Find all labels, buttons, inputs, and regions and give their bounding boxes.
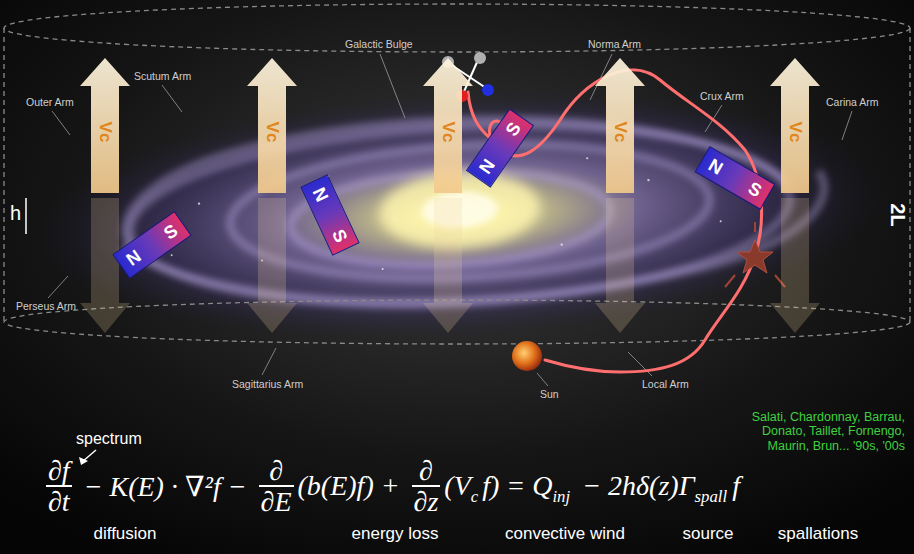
equation-term: f) = Q	[482, 470, 552, 502]
wind-label: Vc	[95, 122, 115, 143]
arm-label: Perseus Arm	[16, 300, 76, 312]
denominator: ∂t	[46, 487, 72, 516]
pole-letter: S	[744, 177, 765, 201]
subscript: spall	[695, 487, 728, 507]
leader-lines	[48, 54, 852, 386]
pole-letter: N	[475, 155, 500, 178]
wind-label: Vc	[785, 122, 805, 143]
height-bar	[25, 198, 27, 234]
wind-label: Vc	[610, 122, 630, 143]
credit-note: Salati, Chardonnay, Barrau, Donato, Tail…	[725, 410, 905, 453]
arm-label: Norma Arm	[588, 38, 641, 50]
fraction: ∂∂z	[412, 456, 441, 517]
arm-label: Scutum Arm	[134, 70, 191, 82]
pole-letter: S	[160, 220, 182, 244]
arm-label: Galactic Bulge	[345, 38, 413, 50]
pole-letter: N	[122, 246, 145, 271]
arm-label: Outer Arm	[26, 96, 74, 108]
term-note: spectrum	[76, 430, 142, 448]
halo-height: h	[10, 202, 21, 225]
denominator: ∂E	[259, 487, 294, 516]
subscript: inj	[552, 487, 570, 507]
transport-equation: ∂f∂t− K(E) · ∇²f −∂∂E(b(E)f) +∂∂z(Vcf) =…	[46, 456, 740, 517]
pole-letter: N	[308, 184, 333, 205]
fraction: ∂f∂t	[46, 456, 72, 517]
spallation-star	[725, 222, 785, 287]
subscript: c	[471, 487, 478, 507]
wind-label: Vc	[438, 122, 458, 143]
wind-arrow: Vc	[770, 58, 820, 333]
arm-label: Local Arm	[642, 378, 689, 390]
term-label: source	[682, 524, 733, 544]
wind-arrow-shape	[770, 58, 820, 333]
halo-thickness: 2L	[886, 203, 909, 226]
wind-arrow-shape	[595, 58, 645, 333]
numerator: ∂	[267, 456, 285, 485]
pole-letter: N	[705, 154, 727, 179]
arm-label: Sagittarius Arm	[232, 378, 303, 390]
pole-letter: S	[328, 226, 352, 246]
spectrum-pointer-head	[79, 457, 88, 465]
sun-label: Sun	[540, 388, 559, 400]
numerator: ∂	[417, 456, 435, 485]
numerator: ∂f	[46, 456, 72, 485]
sun-icon	[512, 341, 542, 371]
wind-arrow: Vc	[595, 58, 645, 333]
term-label: convective wind	[505, 524, 625, 544]
wind-arrow-shape	[80, 58, 130, 333]
equation-term: (V	[444, 470, 470, 502]
equation-term: − K(E) · ∇²f −	[84, 470, 247, 503]
wind-arrow: Vc	[247, 58, 297, 333]
equation-term: (b(E)f) +	[298, 470, 400, 502]
wind-arrow-shape	[247, 58, 297, 333]
arm-label: Carina Arm	[826, 96, 879, 108]
term-label: energy loss	[352, 524, 439, 544]
fraction: ∂∂E	[259, 456, 294, 517]
term-label: diffusion	[93, 524, 156, 544]
wind-arrow-shape	[423, 58, 473, 333]
term-label: spallations	[778, 524, 858, 544]
halo-cylinder	[4, 4, 910, 344]
equation-term: − 2hδ(z)Γ	[582, 470, 694, 502]
arm-label: Crux Arm	[700, 90, 744, 102]
wind-arrow: Vc	[423, 58, 473, 333]
denominator: ∂z	[412, 487, 441, 516]
wind-arrow: Vc	[80, 58, 130, 333]
wind-label: Vc	[262, 122, 282, 143]
pole-letter: S	[501, 118, 525, 140]
equation-term: f	[732, 470, 740, 502]
